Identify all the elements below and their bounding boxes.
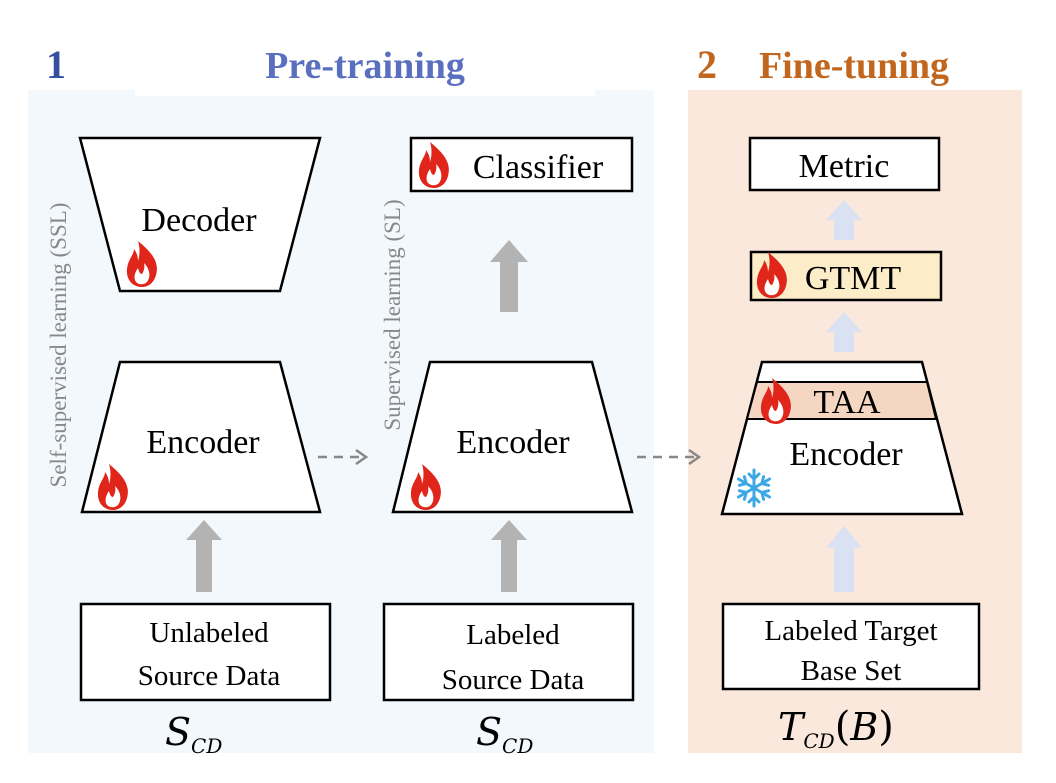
classifier-block: Classifier xyxy=(409,136,634,193)
pretrain-stage-number: 1 xyxy=(46,42,66,87)
taa-layer xyxy=(745,381,938,420)
taa-label: TAA xyxy=(813,384,881,421)
gtmt-label: GTMT xyxy=(805,260,902,297)
ssl-input-arrow xyxy=(186,520,222,592)
pretrain-title-backdrop xyxy=(135,40,595,96)
ssl-input-line2: Source Data xyxy=(138,660,281,692)
ssl-input-line1: Unlabeled xyxy=(149,617,269,649)
ssl-encoder-block: Encoder xyxy=(80,360,322,514)
sl-input-box: Labeled Source Data xyxy=(382,602,635,702)
ft-taa-arrow xyxy=(826,312,862,352)
sl-side-label: Supervised learning (SL) xyxy=(380,199,405,430)
sl-to-ft-arrow xyxy=(637,448,702,466)
ft-input-line2: Base Set xyxy=(801,655,902,687)
sl-encoder-block: Encoder xyxy=(391,360,634,514)
sl-classifier-arrow xyxy=(490,240,528,312)
classifier-label: Classifier xyxy=(473,149,604,186)
sl-dataset-symbol: SCD xyxy=(476,710,533,758)
decoder-block: Decoder xyxy=(78,136,322,293)
finetune-stage-title: Fine-tuning xyxy=(759,45,949,87)
ft-input-line1: Labeled Target xyxy=(764,615,937,647)
ft-encoder-label: Encoder xyxy=(789,436,903,473)
ssl-to-sl-arrow xyxy=(318,448,369,466)
ft-gtmt-arrow xyxy=(826,200,862,240)
ft-input-box: Labeled Target Base Set xyxy=(721,602,981,691)
decoder-label: Decoder xyxy=(141,202,257,239)
sl-input-line1: Labeled xyxy=(466,619,560,651)
sl-encoder-label: Encoder xyxy=(456,424,570,461)
ssl-input-box: Unlabeled Source Data xyxy=(79,602,332,702)
ft-dataset-symbol: TCD(B) xyxy=(778,704,894,753)
gtmt-block: GTMT xyxy=(749,250,943,302)
pretrain-stage-title: Pre-training xyxy=(265,45,465,87)
sl-input-arrow xyxy=(491,520,527,592)
ft-input-arrow xyxy=(826,526,862,592)
ssl-encoder-label: Encoder xyxy=(146,424,260,461)
ssl-side-label: Self-supervised learning (SSL) xyxy=(46,203,71,488)
finetune-stage-number: 2 xyxy=(697,42,717,87)
ssl-dataset-symbol: SCD xyxy=(165,710,222,758)
sl-input-line2: Source Data xyxy=(442,664,585,696)
ft-encoder-block: TAA Encoder xyxy=(720,360,964,516)
metric-label: Metric xyxy=(799,148,890,185)
metric-block: Metric xyxy=(748,136,941,192)
